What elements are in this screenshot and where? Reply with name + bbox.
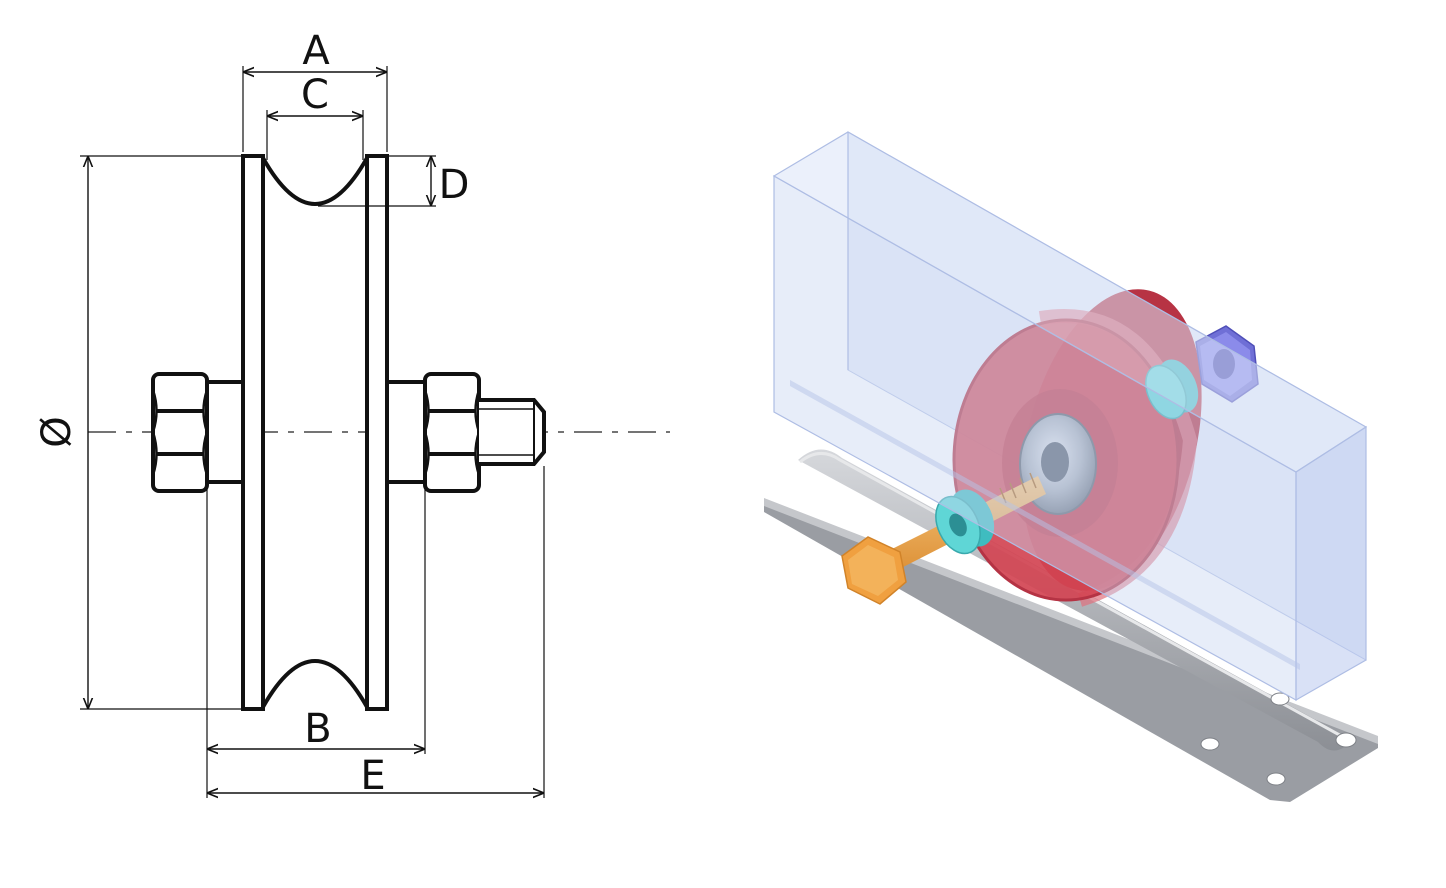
left-flange [241, 154, 265, 711]
right-nut [423, 372, 481, 493]
dimension-lines [88, 72, 544, 793]
rail-hole [1335, 732, 1357, 748]
groove-bottom [261, 659, 369, 708]
label-c: C [301, 72, 329, 118]
shaft-end [479, 398, 546, 466]
label-b: B [304, 706, 331, 752]
label-e: E [360, 753, 385, 799]
rail-hole [1200, 737, 1220, 751]
label-diameter: Ø [34, 416, 80, 447]
rail-hole [1266, 772, 1286, 786]
technical-drawing [80, 66, 670, 798]
left-hub [205, 380, 245, 484]
groove-top [261, 157, 369, 206]
assembly-illustration [764, 131, 1378, 802]
right-hub [385, 380, 427, 484]
front-spacer [935, 489, 995, 555]
label-d: D [439, 162, 470, 208]
left-nut [151, 372, 209, 493]
housing-side [1295, 425, 1367, 702]
right-flange [365, 154, 389, 711]
rail-hole [1270, 692, 1290, 706]
label-a: A [302, 28, 330, 74]
